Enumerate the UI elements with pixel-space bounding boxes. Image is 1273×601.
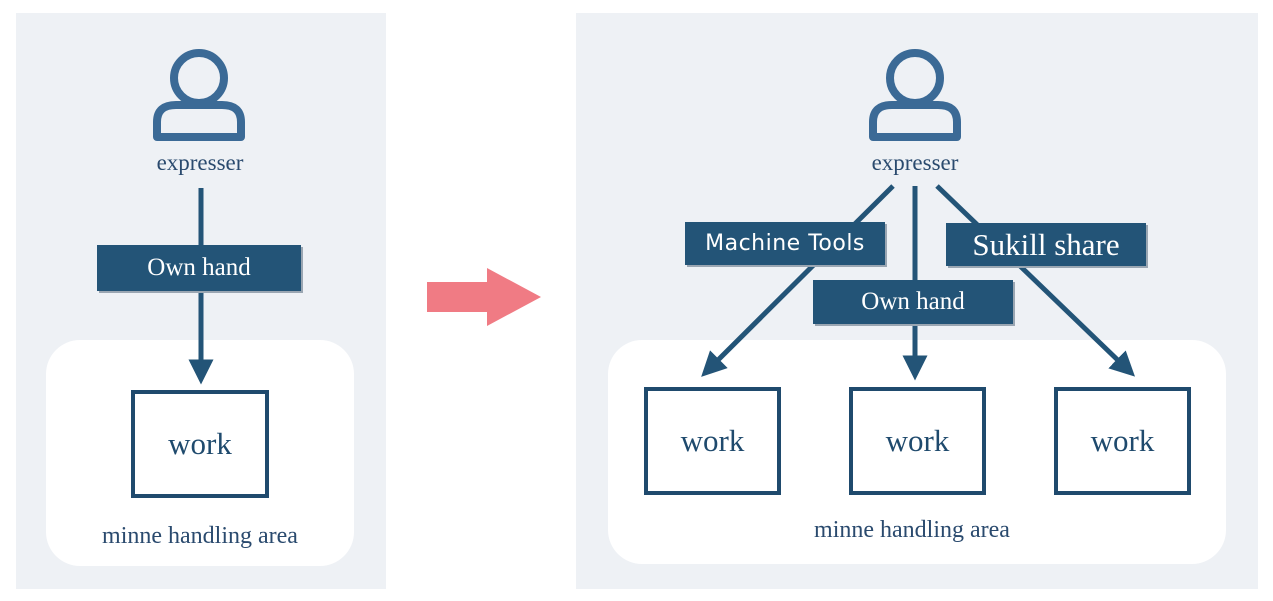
left-work-box: work xyxy=(131,390,269,498)
tag-own-hand: Own hand xyxy=(813,280,1013,324)
work-box-2: work xyxy=(849,387,986,495)
left-person-label: expresser xyxy=(156,150,244,175)
work-box-1: work xyxy=(644,387,781,495)
left-own-hand-tag: Own hand xyxy=(97,245,301,291)
left-area-label: minne handling area xyxy=(102,523,298,549)
tag-machine-tools: Machine Tools xyxy=(685,222,885,265)
work-box-3: work xyxy=(1054,387,1191,495)
arrow-sukill-share xyxy=(935,184,1136,377)
person-icon xyxy=(153,49,245,141)
right-arrow-icon xyxy=(427,268,541,326)
right-area-label: minne handling area xyxy=(814,517,1010,543)
arrow-machine-tools xyxy=(701,184,895,377)
right-person-label: expresser xyxy=(871,150,959,175)
tag-sukill-share: Sukill share xyxy=(946,223,1146,266)
person-icon xyxy=(869,49,961,141)
